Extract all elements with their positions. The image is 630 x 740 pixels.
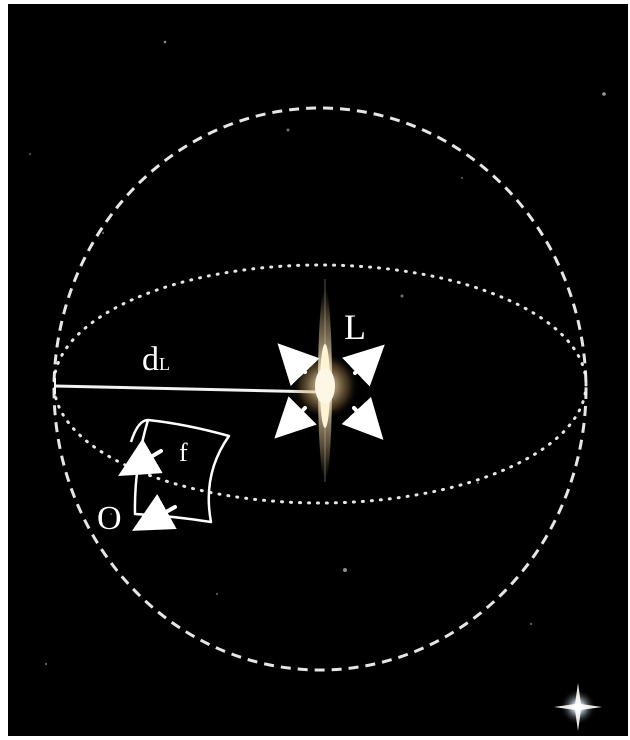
luminosity-distance-label: dL: [142, 341, 170, 378]
background-star-icon: [164, 41, 167, 44]
arrow-icon: [283, 349, 305, 372]
background-star-icon: [343, 568, 347, 572]
background-star-icon: [461, 177, 463, 179]
background-star-icon: [216, 593, 218, 595]
background-star-icon: [530, 623, 532, 625]
arrow-icon: [280, 408, 305, 433]
bright-star-icon: [554, 683, 602, 731]
source-label: L: [344, 307, 366, 347]
background-star-icon: [602, 92, 606, 96]
luminosity-distance-line: [55, 378, 320, 394]
arrow-icon: [354, 408, 378, 434]
background-star-icon: [45, 663, 47, 665]
flux-patch: [131, 420, 229, 522]
arrow-icon: [355, 350, 379, 373]
arrow-icon: [125, 451, 161, 472]
background-star-icon: [29, 153, 31, 155]
background-star-icon: [102, 232, 104, 234]
background-star-icon: [287, 129, 290, 132]
diagram-frame: dL L f O: [8, 4, 628, 736]
background-star-icon: [401, 295, 404, 298]
observer-label: O: [97, 500, 122, 537]
background-star-icon: [477, 482, 479, 484]
flux-label: f: [179, 438, 188, 467]
flux-sphere-diagram: dL L f O: [8, 4, 628, 736]
